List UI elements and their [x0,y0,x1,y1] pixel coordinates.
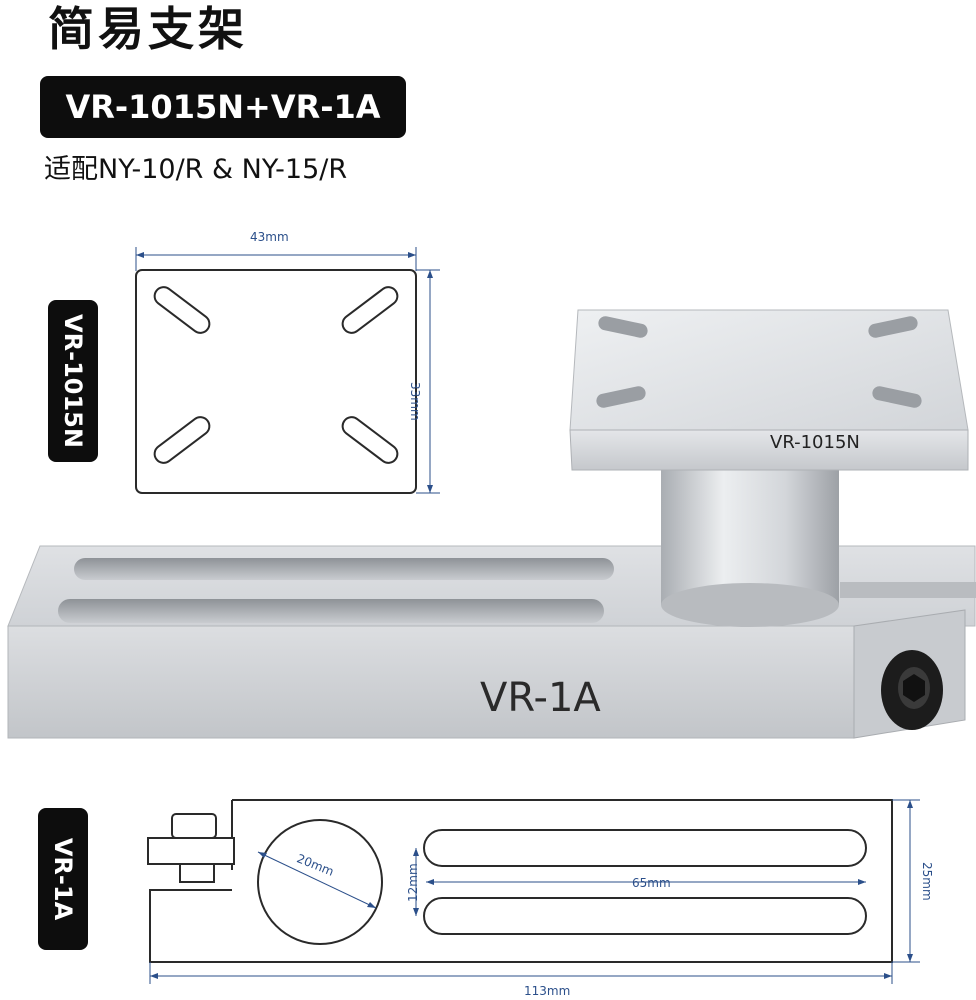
photo-plate-label: VR-1015N [770,432,860,453]
photo-base-label: VR-1A [480,675,601,721]
plate-slot [153,286,211,334]
screw-head [171,813,217,839]
base-slot [58,599,604,623]
product-illustration [7,309,976,739]
base-tab-label: VR-1A [49,837,77,921]
top-plate-width-dim: 43mm [250,230,289,244]
compatibility-text: 适配NY-10/R & NY-15/R [44,154,348,185]
base-front-face [7,625,855,739]
clamp-hole [257,819,383,945]
base-drawing [147,799,920,984]
post-cylinder [661,465,839,605]
page-title: 简易支架 [48,2,248,56]
plate-front-face [569,429,969,471]
base-tab: VR-1A [38,808,88,950]
top-plate-tab: VR-1015N [48,300,98,462]
slot-length-dim: 65mm [632,876,671,890]
plate-slot [153,416,211,464]
base-slot-lower [423,897,867,935]
top-plate-drawing [135,247,440,494]
base-height-dim: 25mm [920,862,934,901]
base-length-dim: 113mm [524,984,571,998]
base-slot-upper [423,829,867,867]
model-banner: VR-1015N+VR-1A [40,76,406,138]
top-plate-outline [135,269,417,494]
plate-slot [341,416,399,464]
plate-slot [341,286,399,334]
base-slot [74,558,614,580]
slot-spacing-dim: 12mm [406,863,420,902]
